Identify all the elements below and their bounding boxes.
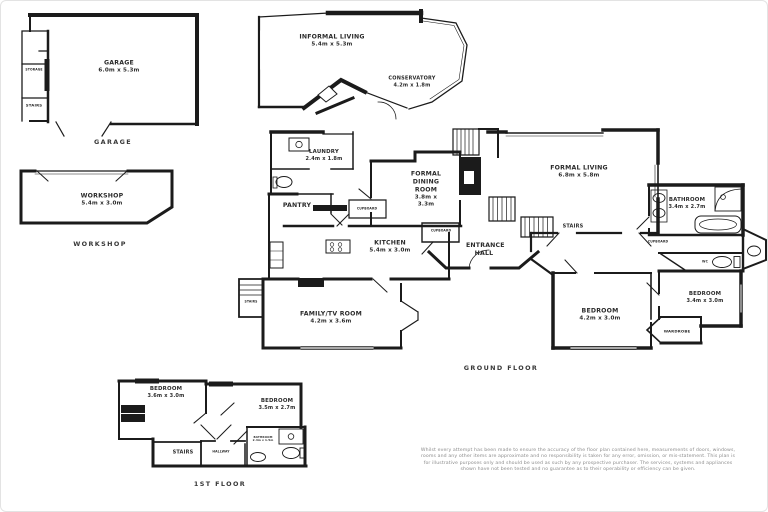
room-label-bedroom-1f-left: BEDROOM 3.6m x 3.0m [147, 386, 184, 400]
bedroom-1f-left-name: BEDROOM [149, 386, 183, 393]
bathroom-ground-name: BATHROOM [668, 197, 706, 204]
bedroom-1f-left-dims: 3.6m x 3.0m [147, 393, 185, 400]
cupboard-label-1: CUPBOARD [356, 206, 378, 211]
room-label-kitchen: KITCHEN 5.4m x 3.0m [369, 239, 410, 254]
room-label-bedroom-mid: BEDROOM 4.2m x 3.0m [579, 307, 620, 322]
room-label-garage: GARAGE 6.0m x 5.3m [98, 59, 139, 74]
bedroom-right-dims: 3.4m x 3.0m [686, 298, 724, 305]
bedroom-mid-dims: 4.2m x 3.0m [579, 315, 621, 322]
formal-living-dims: 6.8m x 5.8m [558, 172, 600, 179]
room-label-bathroom-1f: BATHROOM 2.4m x 1.5m [253, 436, 274, 443]
family-tv-name: FAMILY/TV ROOM [300, 310, 362, 318]
bedroom-right-name: BEDROOM [688, 291, 722, 298]
walls-informal-living [257, 9, 468, 120]
workshop-name: WORKSHOP [80, 192, 124, 200]
disclaimer-text: Whilst every attempt has been made to en… [420, 448, 736, 473]
room-label-formal-living: FORMAL LIVING 6.8m x 5.8m [550, 164, 608, 179]
stairs-label: STAIRS [562, 223, 584, 230]
informal-living-dims: 5.4m x 5.3m [311, 41, 353, 48]
laundry-name: LAUNDRY [309, 149, 339, 156]
workshop-dims: 5.4m x 3.0m [81, 200, 123, 207]
kitchen-name: KITCHEN [374, 239, 406, 247]
formal-living-name: FORMAL LIVING [550, 164, 608, 172]
first-floor-caption: 1ST FLOOR [193, 479, 247, 488]
wc-label: WC [702, 259, 708, 264]
room-label-informal-living: INFORMAL LIVING 5.4m x 5.3m [299, 33, 364, 48]
walls-first-floor [117, 378, 308, 468]
family-stairs-label: STAIRS [244, 299, 258, 304]
cupboard-label-2: CUPBOARD [430, 228, 452, 233]
room-label-bedroom-1f-right: BEDROOM 3.5m x 2.7m [258, 398, 295, 412]
storage-label: STORAGE [25, 67, 43, 72]
hallway-1f-label: HALLWAY [212, 449, 230, 454]
bedroom-mid-name: BEDROOM [581, 307, 619, 315]
walls-main-house [238, 128, 767, 350]
room-label-bedroom-right: BEDROOM 3.4m x 3.0m [686, 291, 723, 305]
walls-garage [21, 13, 199, 137]
garage-caption: GARAGE [93, 137, 133, 146]
ground-floor-caption: GROUND FLOOR [463, 363, 539, 372]
bathroom-ground-dims: 3.4m x 2.7m [668, 204, 706, 211]
garage-stairs-label: STAIRS [25, 103, 43, 109]
room-label-pantry: PANTRY [282, 201, 312, 209]
room-label-bathroom-ground: BATHROOM 3.4m x 2.7m [668, 197, 705, 211]
stairs-1f-label: STAIRS [172, 449, 194, 456]
room-label-conservatory: CONSERVATORY 4.2m x 1.8m [388, 76, 435, 89]
bathroom-1f-name: BATHROOM [253, 435, 273, 439]
kitchen-dims: 5.4m x 3.0m [369, 247, 411, 254]
laundry-dims: 2.4m x 1.8m [305, 156, 343, 163]
informal-living-name: INFORMAL LIVING [299, 33, 365, 41]
conservatory-dims: 4.2m x 1.8m [393, 82, 431, 88]
formal-dining-name: FORMAL DINING ROOM [410, 170, 442, 194]
bathroom-1f-dims: 2.4m x 1.5m [252, 439, 274, 443]
garage-dims: 6.0m x 5.3m [98, 67, 140, 74]
room-label-entrance-hall: ENTRANCE HALL [466, 241, 505, 257]
walls-workshop [19, 169, 174, 225]
cupboard-label-3: CUPBOARD [647, 239, 669, 244]
formal-dining-dims: 3.8m x 3.3m [414, 194, 438, 209]
bedroom-1f-right-name: BEDROOM [260, 398, 294, 405]
family-tv-dims: 4.2m x 3.6m [310, 318, 352, 325]
wardrobe-label: WARDROBE [663, 329, 691, 335]
bedroom-1f-right-dims: 3.5m x 2.7m [258, 405, 296, 412]
room-label-workshop: WORKSHOP 5.4m x 3.0m [81, 192, 124, 207]
room-label-laundry: LAUNDRY 2.4m x 1.8m [305, 149, 342, 163]
garage-name: GARAGE [104, 59, 134, 67]
conservatory-name: CONSERVATORY [388, 75, 436, 82]
room-label-family-tv: FAMILY/TV ROOM 4.2m x 3.6m [300, 310, 362, 325]
room-label-formal-dining: FORMAL DINING ROOM 3.8m x 3.3m [408, 171, 444, 210]
workshop-caption: WORKSHOP [73, 239, 127, 248]
